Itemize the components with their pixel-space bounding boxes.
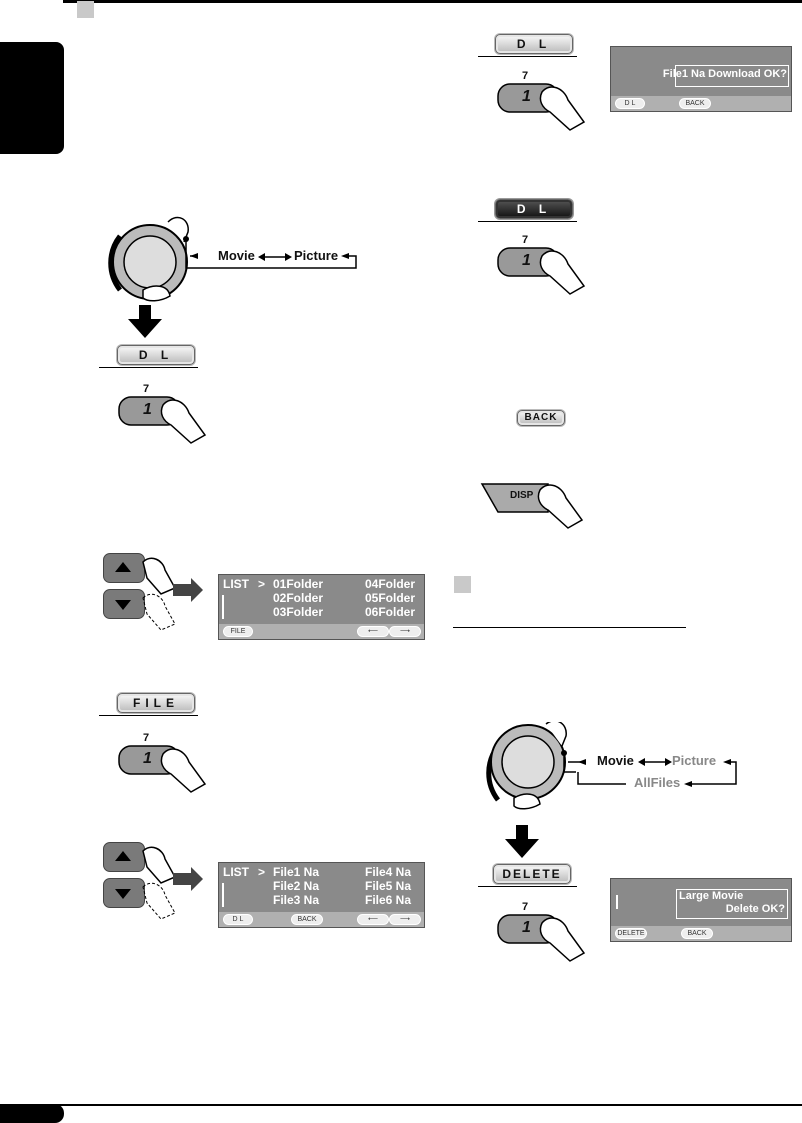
folder-item: 03Folder <box>273 605 324 619</box>
lcd-download-message: File1 Na Download OK? <box>662 68 787 80</box>
bottom-rule <box>0 1104 802 1106</box>
lcd-cursor-bar <box>222 595 224 619</box>
lcd-prev-button: ⟵ <box>357 626 389 637</box>
dl-button-active[interactable]: D L <box>495 199 573 219</box>
divider <box>453 627 686 628</box>
file-item: File4 Na <box>365 865 412 879</box>
lcd-back-button: BACK <box>291 914 323 925</box>
lcd-prev-button: ⟵ <box>357 914 389 925</box>
key-large-label: 1 <box>522 919 531 936</box>
lcd-list-label: LIST <box>223 577 249 591</box>
file-item: File5 Na <box>365 879 412 893</box>
delete-button[interactable]: DELETE <box>493 864 571 884</box>
divider <box>478 221 577 222</box>
file-button[interactable]: FILE <box>117 693 195 713</box>
finger-arrows-icon <box>115 846 203 920</box>
lcd-back-button: BACK <box>681 928 713 939</box>
folder-item: 05Folder <box>365 591 416 605</box>
lcd-folder-list: LIST > 01Folder 02Folder 03Folder 04Fold… <box>218 574 425 640</box>
dl-button[interactable]: D L <box>495 34 573 54</box>
folder-item: 02Folder <box>273 591 324 605</box>
key-large-label: 1 <box>522 88 531 105</box>
lcd-message-box <box>676 889 788 919</box>
key-small-label: 7 <box>143 383 150 395</box>
flow-allfiles-label: AllFiles <box>634 775 681 790</box>
number-key-1[interactable]: 7 1 <box>105 732 217 796</box>
flow-picture-label: Picture <box>294 248 339 263</box>
key-small-label: 7 <box>522 234 529 246</box>
flow-movie-label: Movie <box>218 248 255 263</box>
number-key-icon <box>497 247 586 295</box>
lcd-list-label: LIST <box>223 865 249 879</box>
down-arrow-icon <box>128 305 162 338</box>
divider <box>478 56 577 57</box>
lcd-cursor: > <box>258 577 266 591</box>
lcd-next-button: ⟶ <box>389 914 421 925</box>
lcd-cursor-bar <box>616 895 618 909</box>
folder-item: 06Folder <box>365 605 416 619</box>
file-item: File6 Na <box>365 893 412 907</box>
disp-label: DISP <box>510 490 534 501</box>
number-key-1[interactable]: 7 1 <box>484 901 596 965</box>
folder-item: 04Folder <box>365 577 416 591</box>
number-key-icon <box>118 396 207 444</box>
down-arrow-icon <box>505 825 539 858</box>
finger-arrows-icon <box>115 557 203 631</box>
flow-picture-label: Picture <box>672 753 717 768</box>
number-key-1[interactable]: 7 1 <box>105 383 217 447</box>
lcd-delete-confirm: Large Movie Delete OK? DELETE BACK <box>610 878 792 942</box>
page-number-tab <box>0 1104 64 1123</box>
key-small-label: 7 <box>522 70 529 82</box>
folder-item: 01Folder <box>273 577 324 591</box>
number-key-icon <box>497 83 586 131</box>
key-small-label: 7 <box>143 732 150 744</box>
lcd-file-list: LIST > File1 Na File2 Na File3 Na File4 … <box>218 862 425 928</box>
file-item: File2 Na <box>273 879 320 893</box>
back-button[interactable]: BACK <box>517 410 565 426</box>
lcd-cursor: > <box>258 865 266 879</box>
language-tab <box>0 42 64 154</box>
key-small-label: 7 <box>522 901 529 913</box>
file-item: File3 Na <box>273 893 320 907</box>
key-large-label: 1 <box>143 750 152 767</box>
section-marker <box>77 1 94 18</box>
lcd-back-button: BACK <box>679 98 711 109</box>
lcd-next-button: ⟶ <box>389 626 421 637</box>
divider <box>478 886 577 887</box>
double-arrow-icon <box>258 253 292 261</box>
number-key-1[interactable]: 7 1 <box>484 70 596 134</box>
lcd-dl-button: D L <box>615 98 645 109</box>
number-key-1[interactable]: 7 1 <box>484 234 596 298</box>
dl-button[interactable]: D L <box>117 345 195 365</box>
double-arrow-icon <box>638 758 672 766</box>
lcd-dl-button: D L <box>223 914 253 925</box>
number-key-icon <box>497 914 586 962</box>
flow-movie-label: Movie <box>597 753 634 768</box>
lcd-cursor-bar <box>222 883 224 907</box>
number-key-icon <box>118 745 207 793</box>
key-large-label: 1 <box>143 401 152 418</box>
disp-button[interactable] <box>476 476 588 536</box>
lcd-delete-line1: Large Movie <box>679 890 744 902</box>
control-dial-icon <box>108 216 357 302</box>
lcd-delete-line2: Delete OK? <box>725 903 785 915</box>
divider <box>99 715 198 716</box>
lcd-delete-button: DELETE <box>615 928 647 939</box>
control-dial-icon <box>486 722 737 810</box>
file-item: File1 Na <box>273 865 320 879</box>
section-marker <box>454 576 471 593</box>
lcd-file-button: FILE <box>223 626 253 637</box>
lcd-download-confirm: File1 Na Download OK? D L BACK <box>610 46 792 112</box>
lcd-message-box <box>675 65 789 87</box>
top-rule <box>63 0 802 3</box>
key-large-label: 1 <box>522 252 531 269</box>
divider <box>99 367 198 368</box>
